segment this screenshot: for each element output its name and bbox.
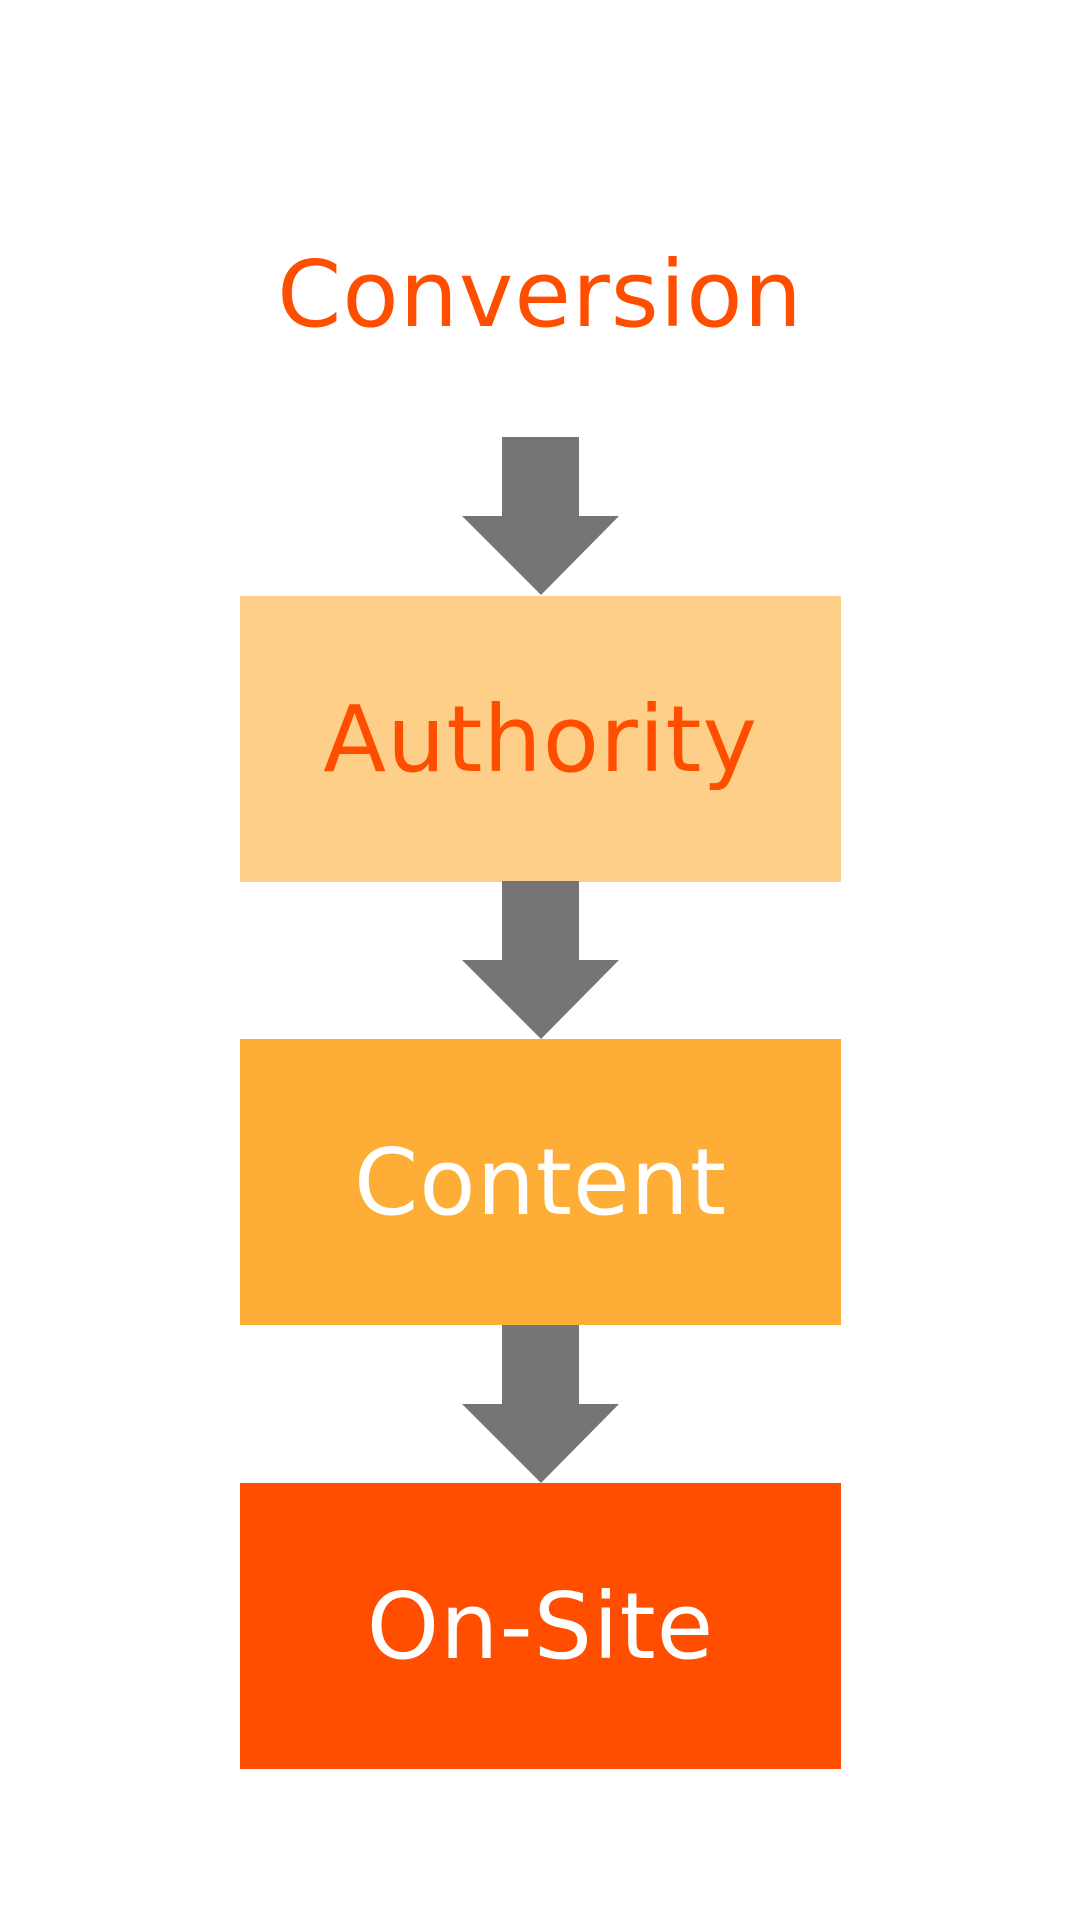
- down-arrow-shape: [462, 437, 619, 595]
- step-box-authority: Authority: [240, 596, 841, 882]
- down-arrow-shape: [462, 1325, 619, 1483]
- down-arrow-icon: [462, 437, 619, 595]
- down-arrow-shape: [462, 881, 619, 1039]
- step-label-authority: Authority: [323, 685, 758, 793]
- step-label-content: Content: [354, 1128, 727, 1236]
- top-label-conversion: Conversion: [277, 241, 803, 348]
- step-label-on-site: On-Site: [366, 1572, 715, 1680]
- step-box-content: Content: [240, 1039, 841, 1325]
- down-arrow-icon: [462, 881, 619, 1039]
- step-box-on-site: On-Site: [240, 1483, 841, 1769]
- down-arrow-icon: [462, 1325, 619, 1483]
